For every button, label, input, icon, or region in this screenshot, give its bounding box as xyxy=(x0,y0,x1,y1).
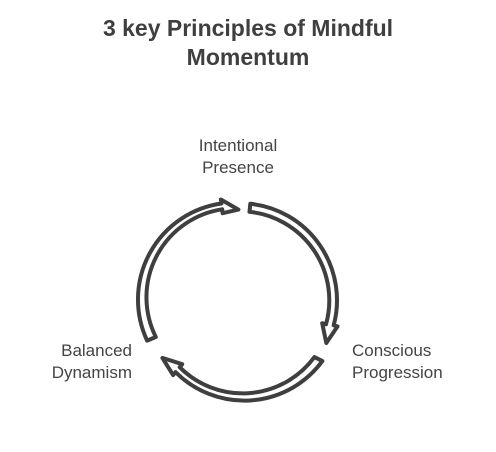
cycle-arrow-dynamism-to-presence xyxy=(136,197,241,343)
node-label-line-2: Dynamism xyxy=(51,363,132,382)
node-label-conscious-progression: Conscious Progression xyxy=(352,340,492,384)
node-label-balanced-dynamism: Balanced Dynamism xyxy=(10,340,132,384)
node-label-line-1: Conscious xyxy=(352,341,432,360)
node-label-line-2: Presence xyxy=(202,158,274,177)
diagram-title: 3 key Principles of Mindful Momentum xyxy=(0,14,496,72)
node-label-line-1: Balanced xyxy=(61,341,132,360)
node-label-intentional-presence: Intentional Presence xyxy=(148,135,328,179)
cycle-arrow-progression-to-dynamism xyxy=(160,355,325,403)
title-line-2: Momentum xyxy=(186,44,310,70)
node-label-line-2: Progression xyxy=(352,363,443,382)
title-line-1: 3 key Principles of Mindful xyxy=(102,15,394,41)
cycle-arrow-presence-to-progression xyxy=(247,201,340,345)
node-label-line-1: Intentional xyxy=(198,136,278,155)
